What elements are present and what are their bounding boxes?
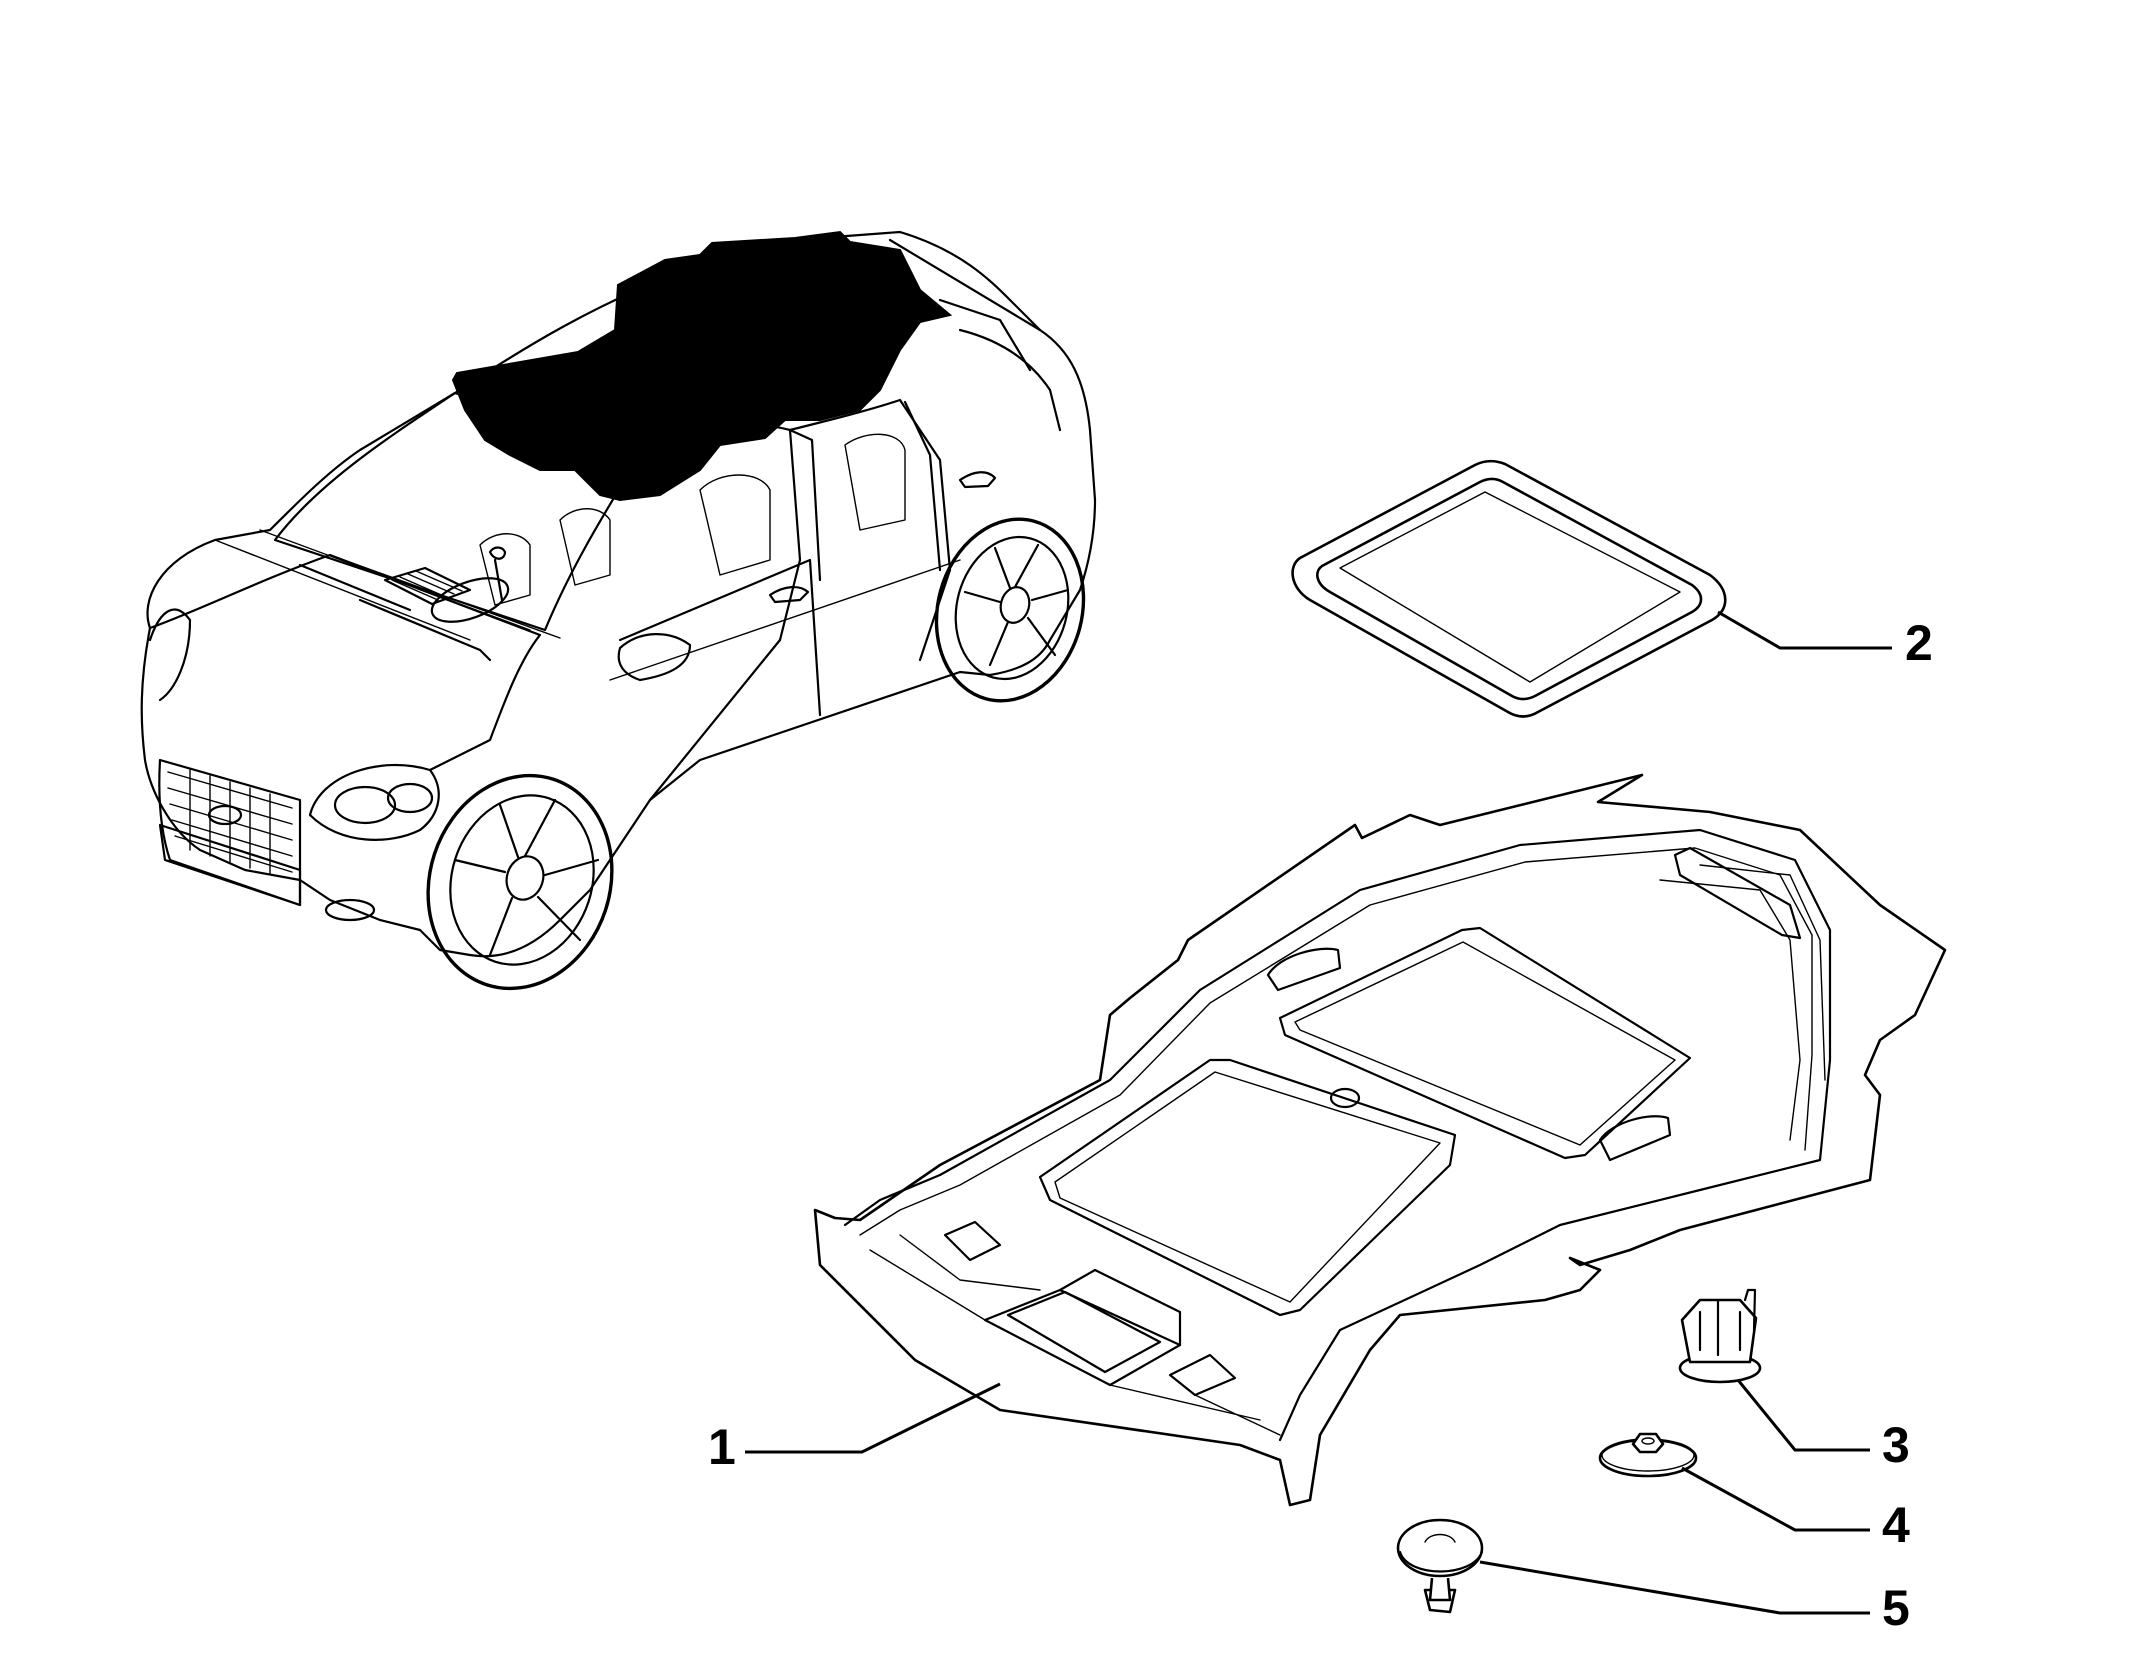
part-3-clip [1678, 1288, 1762, 1384]
callout-number-3: 3 [1882, 1417, 1910, 1473]
leader-line-3 [1736, 1379, 1870, 1452]
leader-lines [745, 610, 1892, 1615]
part-2-seal-frame [1291, 459, 1727, 718]
part-4-washer [1598, 1432, 1698, 1478]
front-wheel [426, 773, 614, 991]
part-1-headliner [813, 773, 1947, 1507]
leader-line-1 [745, 1382, 1001, 1454]
callout-number-5: 5 [1882, 1580, 1910, 1636]
car-overview-illustration [140, 230, 1097, 991]
part-5-push-pin [1396, 1518, 1484, 1614]
callout-number-4: 4 [1882, 1497, 1910, 1553]
highlighted-headliner [451, 230, 953, 502]
leader-line-4 [1681, 1466, 1870, 1532]
rear-wheel [934, 517, 1086, 703]
callout-number-2: 2 [1905, 615, 1933, 671]
leader-line-5 [1479, 1560, 1870, 1615]
leader-line-2 [1717, 610, 1892, 650]
callout-numbers: 1 2 3 4 5 [708, 615, 1933, 1636]
callout-number-1: 1 [708, 1419, 736, 1475]
